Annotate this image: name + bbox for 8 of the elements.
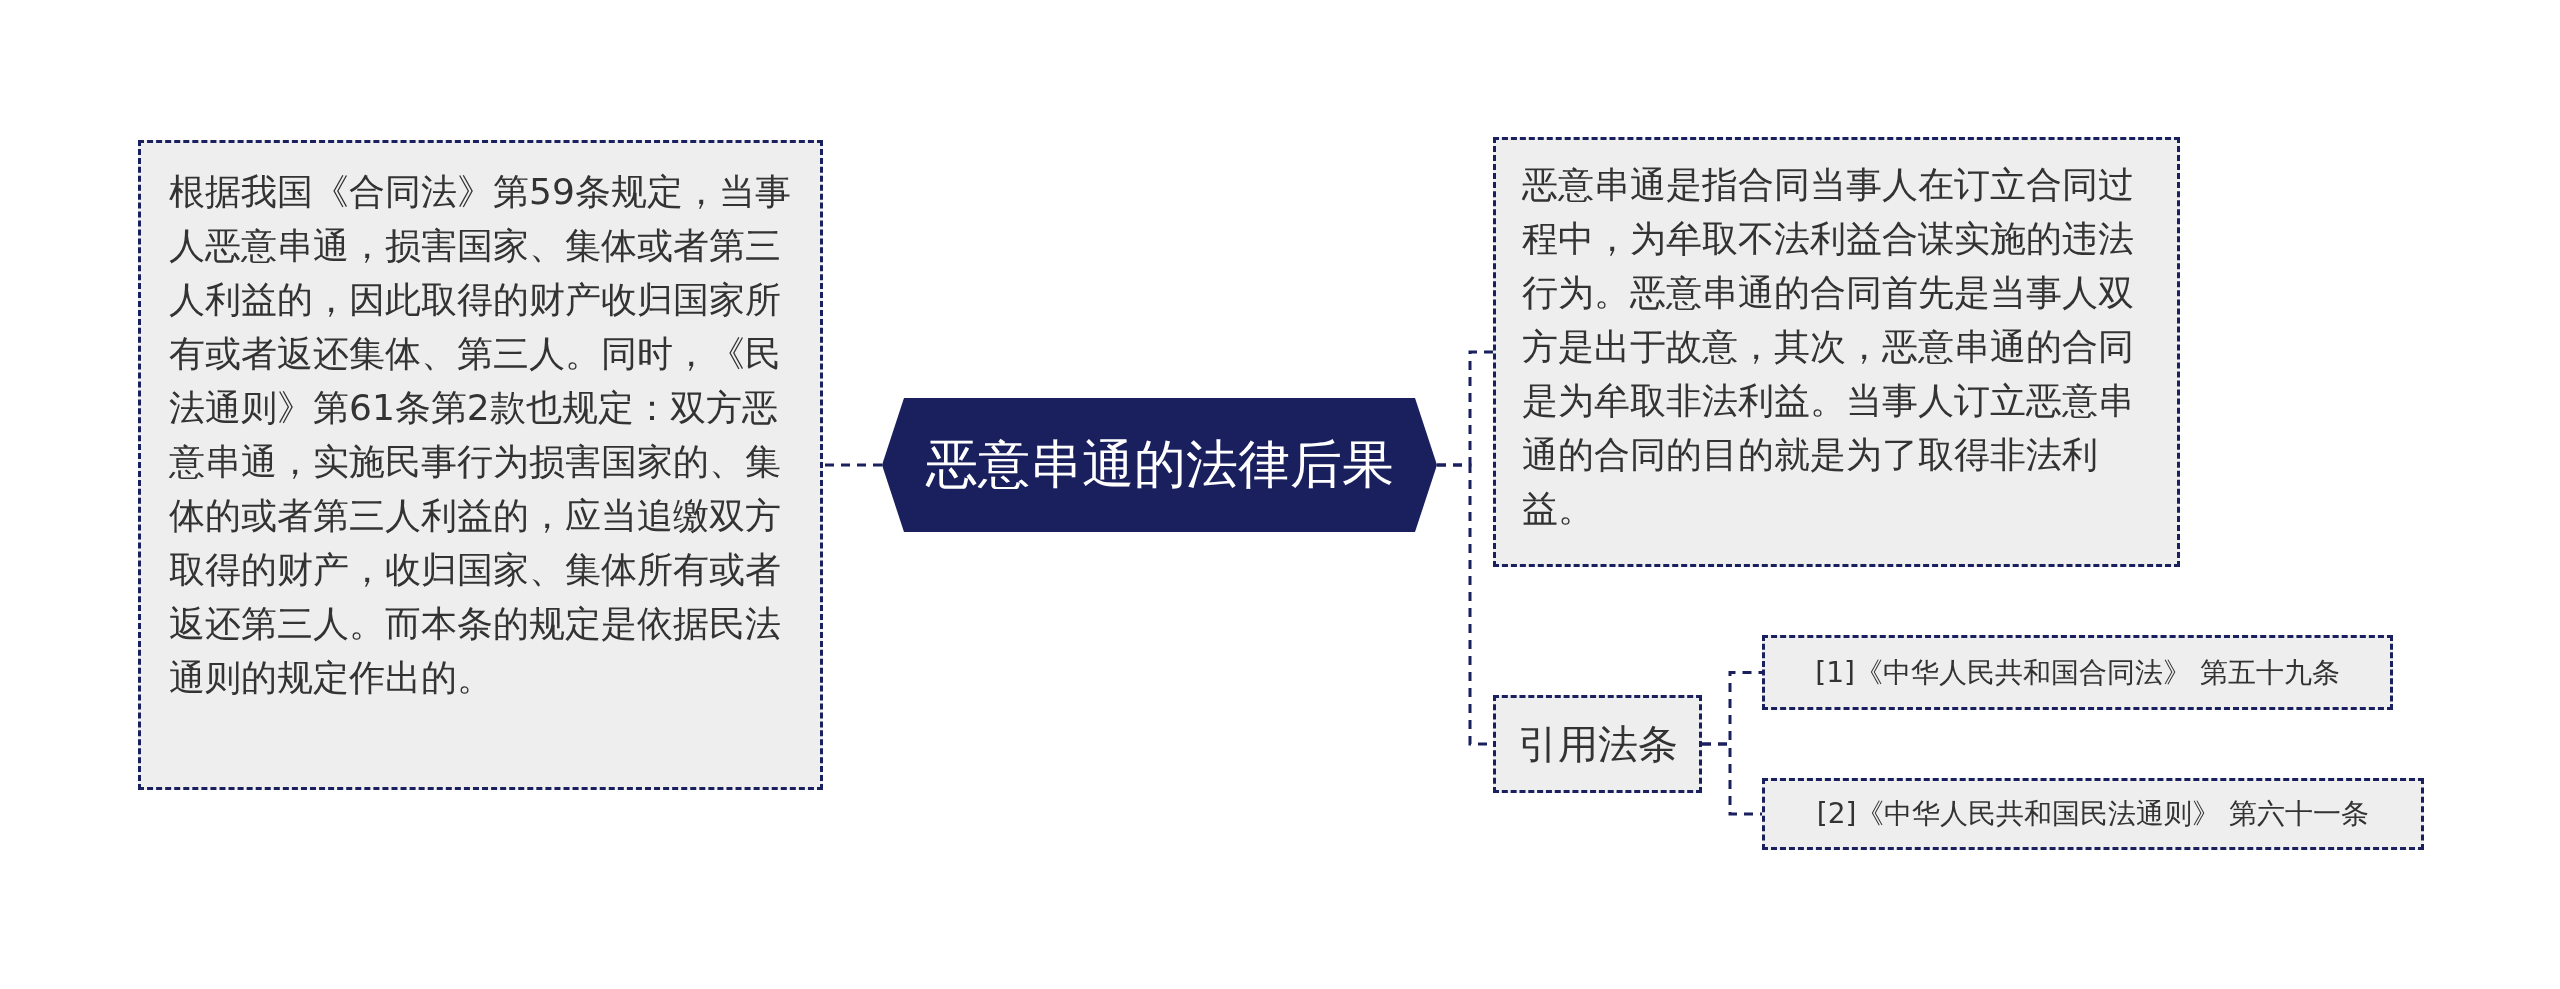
text-box: 恶意串通是指合同当事人在订立合同过程中，为牟取不法利益合谋实施的违法行为。恶意串通的合同首先是当事人双方是出于故意，其次，恶意串通的合同是为牟取非法利益。当事人订立恶意串通的合同的目的就是为了取得非法利益。	[1493, 137, 2180, 567]
topic-hexagon: 恶意串通的法律后果	[882, 398, 1437, 532]
reference-box: [2]《中华人民共和国民法通则》 第六十一条	[1762, 778, 2424, 850]
connector	[1702, 742, 1762, 816]
topic-box: 引用法条	[1493, 695, 1702, 793]
text-box: 根据我国《合同法》第59条规定，当事人恶意串通，损害国家、集体或者第三人利益的，因此取得的财产收归国家所有或者返还集体、第三人。同时，《民法通则》第61条第2款也规定：双方恶意串通，实施民事行为损害国家的、集体的或者第三人利益的，应当追缴双方取得的财产，收归国家、集体所有或者返还第三人。而本条的规定是依据民法通则的规定作出的。	[138, 140, 823, 790]
reference-box: [1]《中华人民共和国合同法》 第五十九条	[1762, 635, 2393, 710]
connector	[823, 463, 882, 467]
